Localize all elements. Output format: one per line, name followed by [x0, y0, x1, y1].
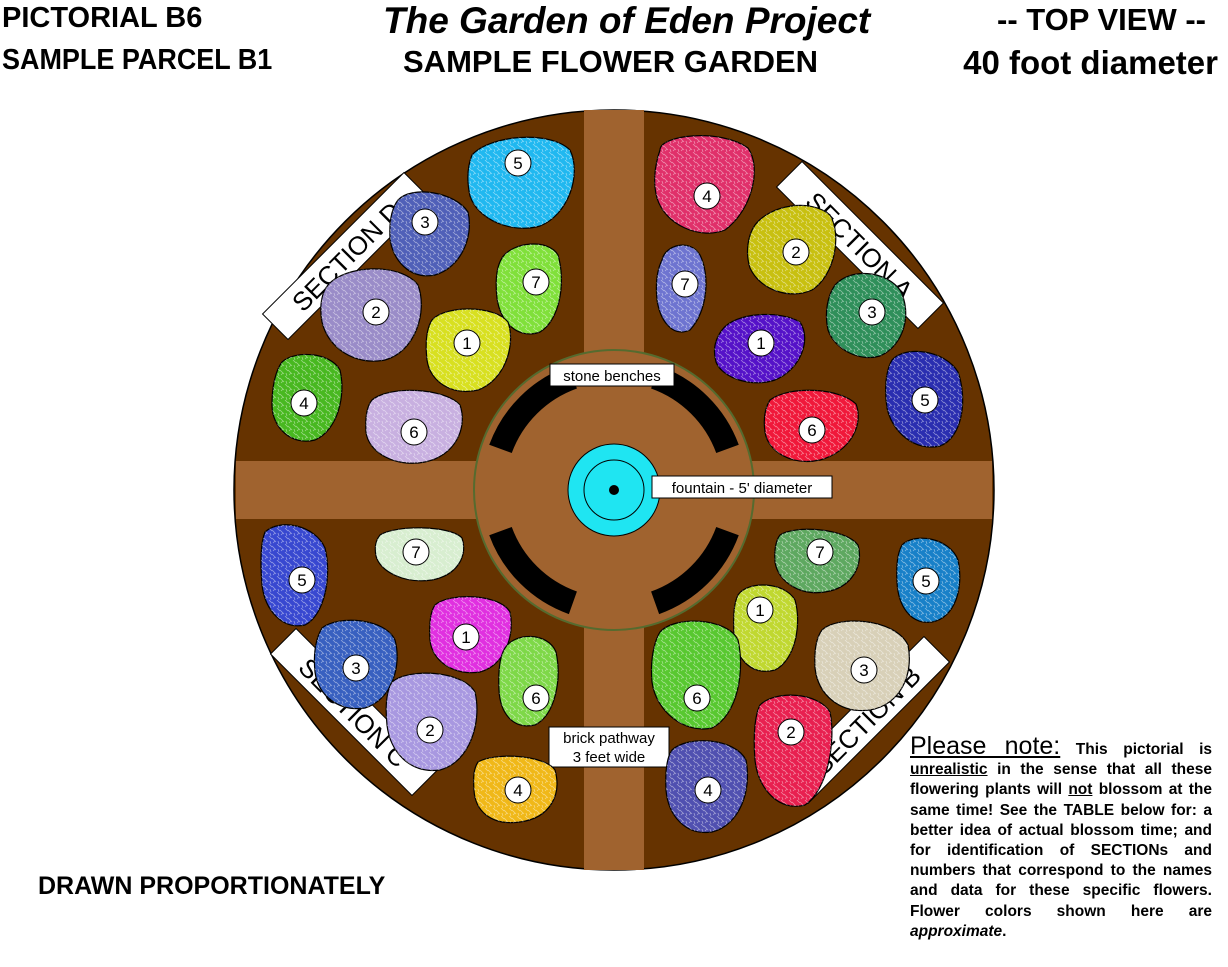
- flower-number: 2: [786, 723, 795, 742]
- flower-number: 7: [531, 273, 540, 292]
- flower-number: 6: [692, 689, 701, 708]
- flower-number: 5: [920, 391, 929, 410]
- bench-sw: [489, 526, 578, 615]
- flower-bed-d-4: 4: [271, 353, 343, 442]
- flower-bed-a-1: 1: [713, 313, 806, 384]
- flower-bed-d-5: 5: [467, 136, 575, 229]
- flower-bed-b-5: 5: [896, 537, 961, 623]
- drawn-proportionately-label: DRAWN PROPORTIONATELY: [38, 872, 386, 900]
- note-not: not: [1068, 781, 1093, 799]
- note-text-2: in the sense that all these flowering pl…: [910, 761, 1212, 799]
- note-approximate: approximate: [910, 922, 1003, 940]
- flower-bed-c-3: 3: [313, 619, 398, 710]
- flower-number: 7: [680, 275, 689, 294]
- page-subtitle: SAMPLE FLOWER GARDEN: [403, 44, 819, 79]
- flower-number: 7: [815, 543, 824, 562]
- flower-number: 3: [351, 659, 360, 678]
- flower-number: 6: [409, 423, 418, 442]
- flower-number: 5: [513, 154, 522, 173]
- page-title: The Garden of Eden Project: [383, 0, 871, 41]
- please-note-paragraph: Please note: This pictorial is unrealist…: [910, 734, 1212, 942]
- stone-benches-box: [549, 363, 675, 387]
- flower-number: 1: [755, 601, 764, 620]
- fountain-box: [651, 475, 833, 499]
- flower-bed-b-2: 2: [753, 694, 833, 807]
- flower-number: 5: [921, 572, 930, 591]
- flower-bed-a-6: 6: [763, 389, 859, 462]
- fountain-label: fountain - 5' diameter: [672, 480, 812, 497]
- flower-number: 2: [791, 243, 800, 262]
- flower-bed-d-1: 1: [425, 308, 512, 392]
- flower-number: 4: [299, 394, 308, 413]
- flower-bed-b-7: 7: [774, 528, 860, 594]
- note-lead: Please note:: [910, 732, 1061, 760]
- pictorial-label: PICTORIAL B6: [2, 2, 203, 34]
- fountain-rim: [583, 459, 645, 521]
- diameter-label: 40 foot diameter: [963, 44, 1218, 81]
- flower-bed-c-5: 5: [260, 524, 329, 627]
- flower-bed-b-1: 1: [733, 584, 799, 672]
- flower-bed-d-7: 7: [495, 243, 563, 335]
- fountain-jet: [609, 485, 619, 495]
- flower-bed-d-3: 3: [389, 191, 470, 277]
- parcel-label: SAMPLE PARCEL B1: [2, 44, 273, 76]
- pathway-box: [548, 726, 670, 768]
- flower-number: 4: [703, 781, 712, 800]
- flower-number: 1: [756, 334, 765, 353]
- flower-number: 1: [462, 334, 471, 353]
- note-unrealistic: unrealistic: [910, 761, 988, 779]
- flower-number: 2: [371, 303, 380, 322]
- flower-number: 6: [807, 421, 816, 440]
- flower-bed-c-2: 2: [385, 672, 478, 772]
- pathway-label-line1: brick pathway: [563, 730, 655, 747]
- view-label: -- TOP VIEW --: [997, 2, 1206, 37]
- flower-number: 7: [411, 543, 420, 562]
- pathway-label-line2: 3 feet wide: [573, 749, 646, 766]
- flower-number: 5: [297, 571, 306, 590]
- flower-bed-a-3: 3: [825, 273, 907, 359]
- flower-number: 1: [461, 628, 470, 647]
- flower-number: 6: [531, 689, 540, 708]
- note-text-3: blossom at the same time! See the TABLE …: [910, 781, 1212, 920]
- flower-number: 3: [420, 213, 429, 232]
- flower-bed-c-6: 6: [498, 635, 559, 727]
- flower-number: 4: [702, 187, 711, 206]
- flower-bed-a-7: 7: [655, 244, 707, 333]
- stone-benches-label: stone benches: [563, 368, 661, 385]
- flower-bed-c-1: 1: [429, 596, 512, 674]
- flower-bed-b-6: 6: [650, 620, 742, 730]
- flower-number: 4: [513, 781, 522, 800]
- flower-bed-d-6: 6: [365, 389, 463, 464]
- bench-se: [650, 526, 739, 615]
- flower-number: 2: [425, 721, 434, 740]
- flower-bed-a-5: 5: [885, 350, 964, 448]
- note-text-1: This pictorial is: [1060, 741, 1212, 758]
- note-text-4: .: [1002, 922, 1007, 940]
- flower-number: 3: [859, 661, 868, 680]
- flower-bed-a-4: 4: [654, 135, 755, 234]
- flower-bed-c-4: 4: [473, 755, 558, 824]
- flower-bed-d-2: 2: [320, 268, 422, 362]
- flower-bed-a-2: 2: [746, 204, 837, 295]
- flower-number: 3: [867, 303, 876, 322]
- flower-bed-c-7: 7: [374, 527, 465, 582]
- flower-bed-b-4: 4: [665, 740, 749, 834]
- flower-bed-b-3: 3: [814, 620, 910, 712]
